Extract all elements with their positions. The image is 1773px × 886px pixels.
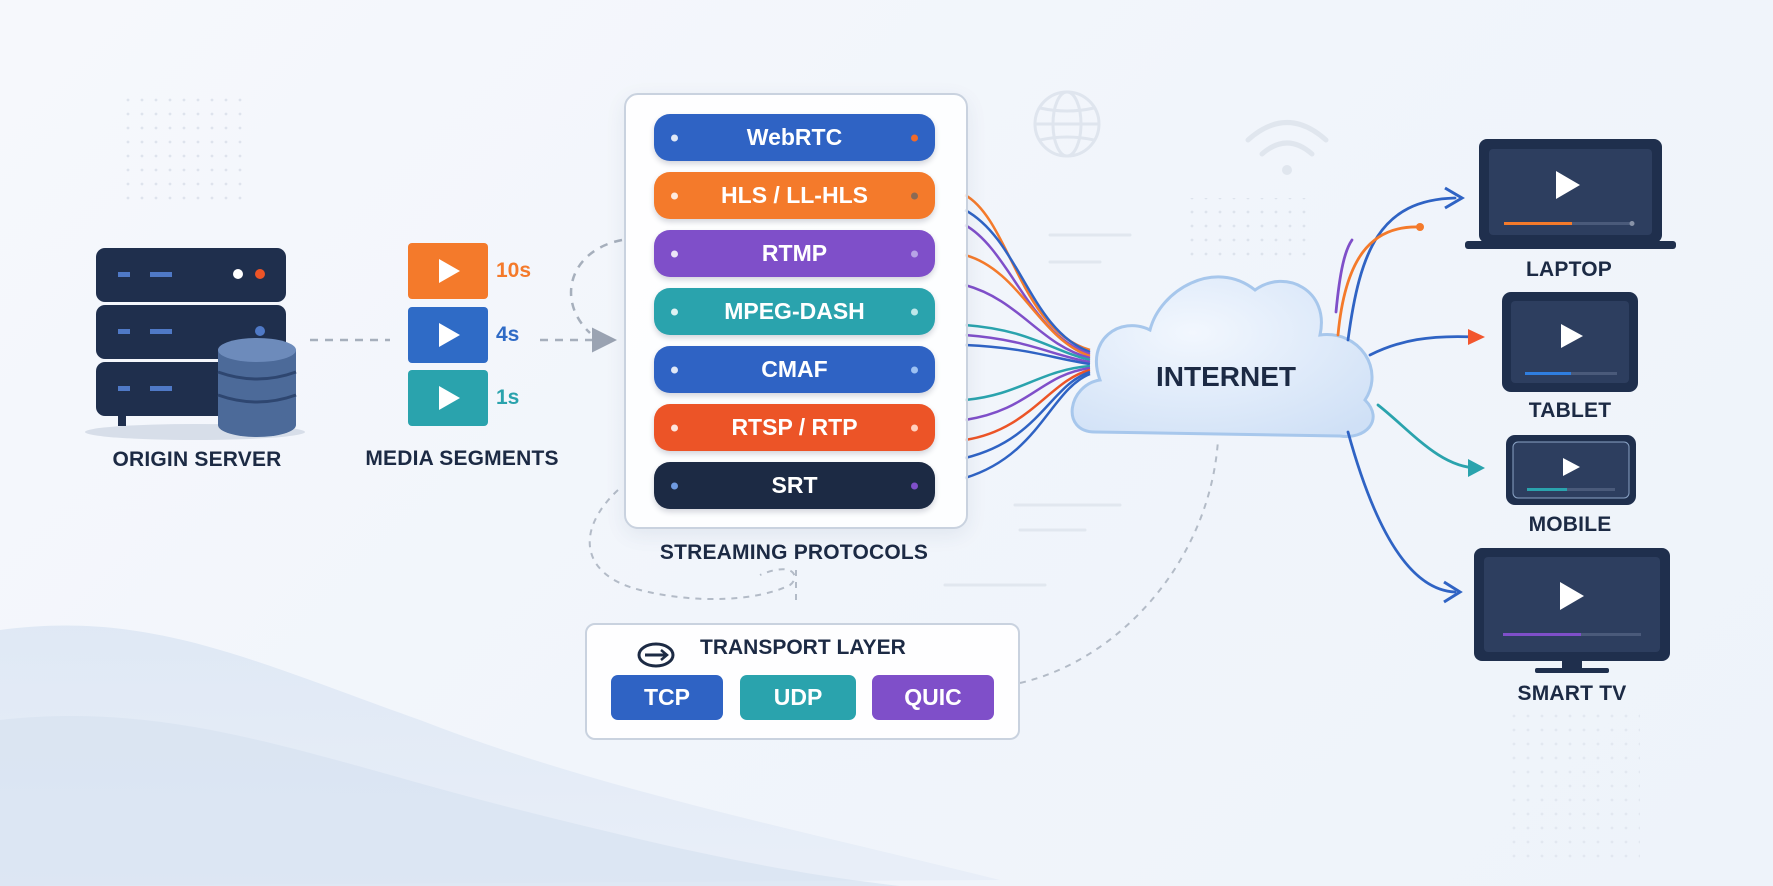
play-icon [439,386,460,410]
device-connections [1334,196,1480,594]
server-icon [85,248,305,440]
transport-link [1019,439,1219,684]
udp-button[interactable]: UDP [740,675,856,720]
streaming-protocols-panel: WebRTC HLS / LL-HLS RTMP MPEG-DASH CMAF … [624,93,968,529]
tablet-label: TABLET [1528,399,1612,422]
tcp-button[interactable]: TCP [611,675,723,720]
protocol-label: MPEG-DASH [724,298,865,324]
segment-1s-tile [408,370,488,426]
line-to-laptop [1346,196,1457,342]
transport-layer-label: TRANSPORT LAYER [700,636,906,659]
line-to-tablet [1368,335,1477,357]
protocol-cmaf[interactable]: CMAF [654,346,935,393]
laptop-label: LAPTOP [1526,258,1612,281]
wifi-icon [1245,120,1329,175]
protocol-label: HLS / LL-HLS [721,182,868,208]
protocol-mpeg-dash[interactable]: MPEG-DASH [654,288,935,335]
quic-button[interactable]: QUIC [872,675,994,720]
protocol-label: WebRTC [746,124,843,150]
protocol-label: RTSP / RTP [731,414,858,440]
arrowhead-smart-tv [1443,580,1463,604]
protocol-hls[interactable]: HLS / LL-HLS [654,172,935,219]
internet-cloud [1070,275,1375,439]
protocol-connections [964,193,1091,480]
protocol-label: CMAF [761,356,828,382]
dot-grid [1190,198,1310,260]
background-wave [0,716,900,886]
mobile-icon [1506,435,1636,505]
laptop-icon [1465,139,1676,249]
loop-arrow [569,238,623,334]
protocol-rtsp-rtp[interactable]: RTSP / RTP [654,404,935,451]
transport-icon [637,642,675,668]
segment-duration: 10s [496,259,532,282]
internet-label: INTERNET [1156,361,1296,392]
play-icon [439,259,460,283]
globe-icon [1033,90,1101,158]
decorative-lines [943,233,1132,587]
segment-duration: 4s [496,323,520,346]
streaming-protocols-label: STREAMING PROTOCOLS [659,541,929,564]
segment-duration: 1s [496,386,520,409]
segment-4s-tile [408,307,488,363]
protocol-webrtc[interactable]: WebRTC [654,114,935,161]
database-icon [217,338,297,437]
origin-server-label: ORIGIN SERVER [112,448,282,471]
protocol-rtmp[interactable]: RTMP [654,230,935,277]
arrowhead-laptop [1444,186,1465,210]
media-segments-label: MEDIA SEGMENTS [365,447,559,470]
protocol-label: SRT [771,472,818,498]
play-icon [439,323,460,347]
segment-10s-tile [408,243,488,299]
line-to-smart-tv [1346,430,1457,594]
protocol-label: RTMP [761,240,828,266]
transport-link [588,489,796,601]
protocol-srt[interactable]: SRT [654,462,935,509]
dot-grid [1510,712,1640,862]
transport-layer-panel: TRANSPORT LAYER TCP UDP QUIC [585,623,1020,740]
arrowhead-tablet [1468,329,1485,345]
smart-tv-label: SMART TV [1517,682,1627,705]
tablet-icon [1502,292,1638,392]
arrowhead-mobile [1468,459,1485,477]
dot-grid [120,92,250,202]
line-to-mobile [1376,403,1480,470]
smart-tv-icon [1474,548,1670,673]
mobile-label: MOBILE [1528,513,1612,536]
